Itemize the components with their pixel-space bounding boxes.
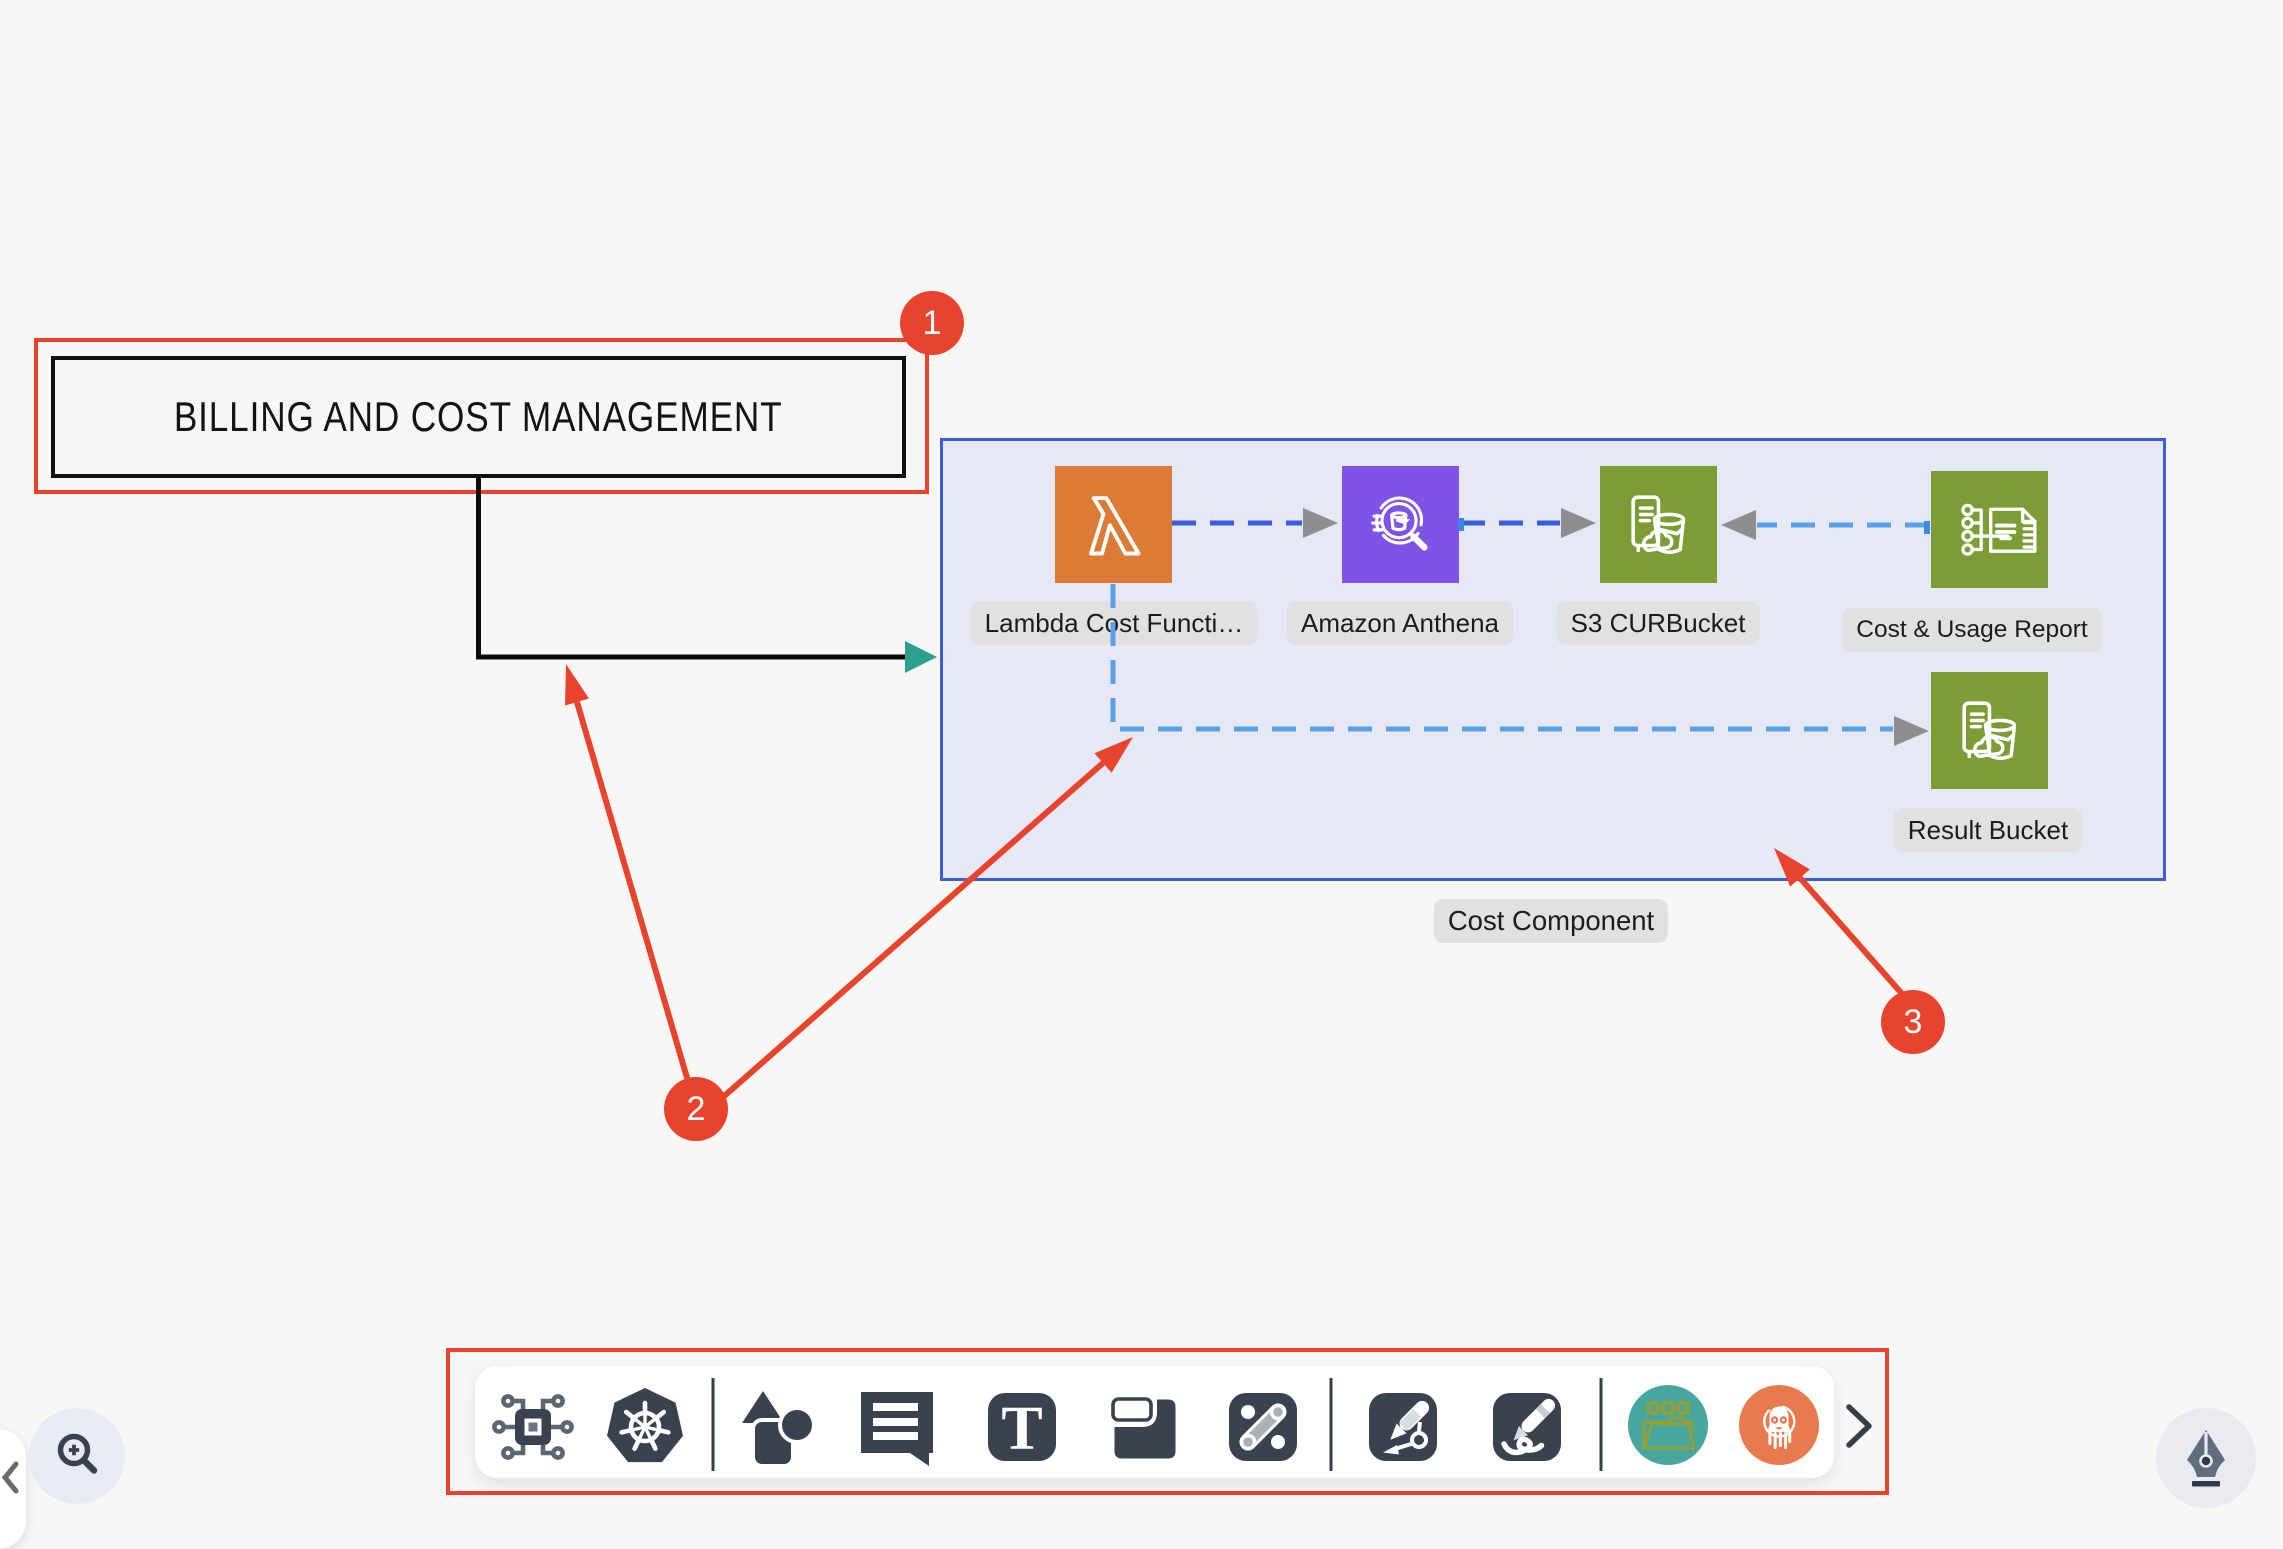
- svg-text:T: T: [1001, 1395, 1042, 1463]
